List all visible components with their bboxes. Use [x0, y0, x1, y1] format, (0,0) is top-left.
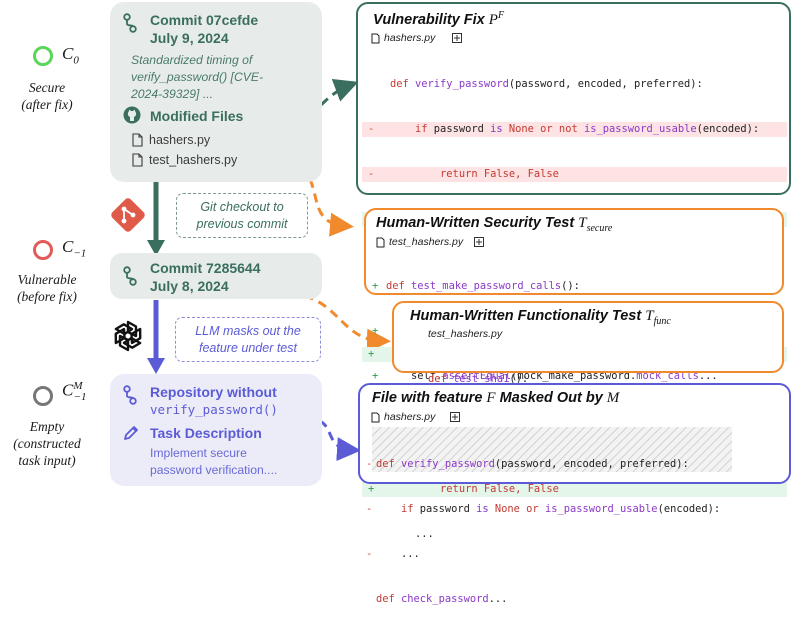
code-line-masked: - if password is None or is_password_usa… — [366, 503, 721, 515]
state-empty-symbol: CM−1 — [62, 380, 87, 404]
state-vulnerable-indicator — [33, 240, 53, 260]
llm-icon — [114, 320, 142, 352]
checkout-step-label: Git checkout to previous commit — [176, 193, 308, 238]
masked-file-filename: hashers.py — [384, 411, 436, 423]
code-line-removed: - return False, False — [362, 167, 787, 182]
commit-prev-title: Commit 7285644 July 8, 2024 — [150, 260, 261, 294]
expand-icon[interactable] — [450, 412, 460, 422]
functionality-test-title: Human-Written Functionality Test Tfunc — [410, 308, 671, 327]
code-line: def verify_password(password, encoded, p… — [390, 78, 703, 90]
task-description-text: Implement secure password verification..… — [150, 446, 278, 477]
code-line-added: + self.assertEqual(mock_make_password.mo… — [372, 370, 718, 382]
commit-icon — [123, 385, 137, 405]
state-vulnerable-symbol: C−1 — [62, 237, 87, 260]
masked-hatch — [372, 427, 732, 472]
commit-icon — [123, 266, 137, 286]
mask-step-label: LLM masks out the feature under test — [175, 317, 321, 362]
masked-link — [304, 416, 361, 462]
security-test-link — [287, 158, 354, 237]
expand-icon[interactable] — [452, 33, 462, 43]
repo-task-panel: Repository without verify_password() Tas… — [110, 374, 322, 486]
state-vulnerable-label: Vulnerable (before fix) — [17, 272, 77, 304]
file-hashers[interactable]: hashers.py — [149, 133, 211, 147]
masked-file-code: -def verify_password(password, encoded, … — [360, 427, 720, 637]
file-icon — [371, 412, 380, 423]
commit-icon — [123, 13, 137, 33]
repo-without-label: Repository without verify_password() — [150, 384, 278, 417]
commit-fixed-panel: Commit 07cefde July 9, 2024 Standardized… — [110, 2, 322, 182]
commit-fixed-title: Commit 07cefde July 9, 2024 — [150, 12, 259, 46]
file-test-hashers[interactable]: test_hashers.py — [149, 153, 238, 167]
vulnerability-fix-title: Vulnerability Fix PF — [373, 10, 505, 28]
code-line: def test_sha1(): — [428, 373, 529, 385]
code-line-masked: - ... — [366, 548, 420, 560]
state-empty-label: Empty (constructed task input) — [13, 419, 81, 468]
state-secure-symbol: C0 — [62, 44, 79, 67]
security-test-box: Human-Written Security Test Tsecure test… — [364, 208, 784, 382]
github-icon — [123, 106, 141, 124]
modified-files-label: Modified Files — [150, 108, 244, 124]
file-icon — [371, 33, 380, 44]
vulnerability-fix-box: Vulnerability Fix PF hashers.py def veri… — [356, 2, 791, 540]
task-description-label: Task Description — [150, 425, 262, 441]
security-test-filename: test_hashers.py — [389, 236, 464, 248]
security-test-title: Human-Written Security Test Tsecure — [376, 215, 613, 234]
commit-fixed-description: Standardized timing of verify_password()… — [131, 53, 264, 101]
file-icon — [132, 133, 143, 147]
vulnerability-fix-filename: hashers.py — [384, 32, 436, 44]
state-secure-indicator — [33, 46, 53, 66]
functionality-test-box: Human-Written Functionality Test Tfunc t… — [392, 301, 784, 430]
masked-file-title: File with feature F Masked Out by M — [372, 390, 620, 406]
code-line-removed: - if password is None or not is_password… — [362, 122, 787, 137]
file-icon — [132, 153, 143, 167]
file-icon — [376, 237, 385, 248]
code-line-masked: -def verify_password(password, encoded, … — [366, 458, 689, 470]
masked-file-box: File with feature F Masked Out by M hash… — [358, 383, 791, 605]
state-empty-indicator — [33, 386, 53, 406]
git-icon — [111, 198, 145, 232]
code-line: def check_password... — [376, 593, 508, 605]
pencil-icon — [124, 426, 138, 440]
state-secure-label: Secure (after fix) — [21, 80, 73, 112]
commit-prev-panel: Commit 7285644 July 8, 2024 — [110, 253, 322, 299]
functionality-test-filename: test_hashers.py — [428, 328, 503, 340]
expand-icon[interactable] — [474, 237, 484, 247]
code-line-added: +def test_make_password_calls(): — [372, 280, 580, 292]
